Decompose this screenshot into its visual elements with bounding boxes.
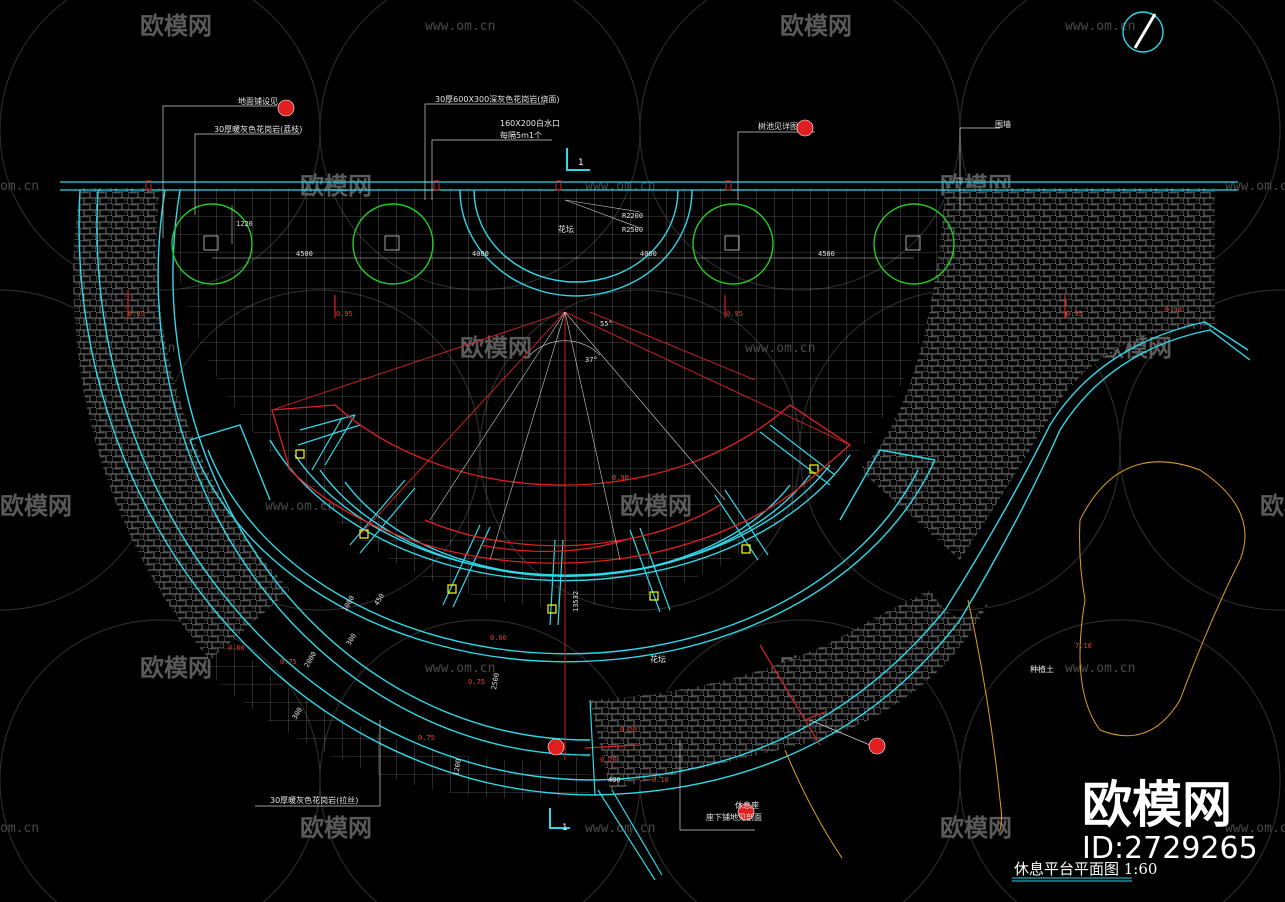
note-label: 座下铺地见剖面 [706,812,762,822]
note-label: 树池见详图 [758,121,798,131]
elevation-label: 0.20 [600,756,617,764]
dimension-label: 450 [373,592,386,607]
dimension-label: 1200 [452,758,463,776]
section-number: 1 [578,158,584,168]
elevation-label: 0.90 [1165,306,1182,314]
dimension-label: 2000 [303,650,318,669]
elevation-label: 0.90 [612,474,629,482]
watermark-brand: 欧模网 [1260,492,1285,520]
watermark-url: www.om.cn [1065,19,1135,34]
construction-lines-gray [429,311,726,561]
drawing-title-block: 休息平台平面图 1:60 [1012,860,1157,882]
tree-pit [692,203,774,285]
plaza-edge-arcs [78,189,1251,796]
elevation-label: 0.60 [490,634,507,642]
watermark-url: www.om.cn [1065,661,1135,676]
brand-overlay: 欧模网 ID:2729265 [1082,776,1258,866]
flower-bed-label: 花坛 [558,224,574,234]
elevation-label: 0.75 [280,658,297,666]
dimension-label: R2200 [622,212,643,220]
dimension-label: 1220 [236,220,253,228]
watermark-url: om.cn [0,821,39,836]
elevation-label: 0.95 [128,310,145,318]
elevation-label: 7.10 [1075,642,1092,650]
section-number: 1 [562,823,568,833]
cut-line [759,644,821,746]
watermark-brand: 欧模网 [940,814,1012,842]
plaza-paving-grid [165,188,941,800]
pond-contour [784,461,1246,859]
watermark-url: www.om.cn [265,499,335,514]
leader-lines [162,103,1000,831]
watermark-url: www.om.cn [1225,821,1285,836]
note-label: 每隔5m1个 [500,130,542,140]
tree-pit [873,203,955,285]
dimension-label: 4500 [818,250,835,258]
dimension-label: 300 [345,632,358,647]
elevation-label: 0.95 [336,310,353,318]
angle-label: 37° [585,356,598,364]
soil-label: 种植土 [1030,664,1054,674]
elevation-label: 0.95 [1066,310,1083,318]
elevation-label: 0.20 [620,726,637,734]
detail-callouts [277,99,886,821]
red-tick-boxes [145,180,732,191]
footpath-lines [589,699,663,881]
watermark-brand: 欧模网 [300,814,372,842]
note-label: 30厚暖灰色花岗岩(拉丝) [270,795,358,805]
elevation-label: 0.75 [418,734,435,742]
seating-bands [189,424,936,663]
elevation-label: 0.95 [726,310,743,318]
angle-label: 55° [600,320,613,328]
note-label: 30厚暖灰色花岗岩(荔枝) [214,124,302,134]
elevation-label: 0.75 [468,678,485,686]
note-label: 30厚600X300深灰色花岗岩(烧面) [435,94,559,104]
elevation-label: 0.10 [652,776,669,784]
pergola-outline [271,404,852,564]
watermark-brand: 欧模网 [0,492,72,520]
note-label: 160X200白水口 [500,118,560,128]
construction-lines [271,311,851,760]
dimension-label: 4000 [472,250,489,258]
section-marks [549,148,590,829]
dimension-label: 2500 [490,672,501,690]
north-arrow [1122,11,1164,53]
dimension-label: 4000 [640,250,657,258]
watermark-url: www.om.cn [425,661,495,676]
note-label: 地面铺设见 [238,96,278,106]
dimension-label: 13532 [572,591,580,612]
watermark-url: www.om.cn [425,19,495,34]
brand-id: ID:2729265 [1082,831,1258,866]
dimension-label: R2500 [622,226,643,234]
watermark-url: om.cn [0,179,39,194]
pergola-beams [297,414,836,626]
elevation-markers [127,290,1066,749]
note-label: 休息座 [735,800,759,810]
watermark-url: www.om.cn [1225,179,1285,194]
tree-pits [171,203,955,285]
boundary-wall [60,181,1238,191]
flower-bed-label: 花坛 [650,654,666,664]
brand-name: 欧模网 [1082,776,1232,834]
drawing-title: 休息平台平面图 1:60 [1014,860,1157,878]
elevation-label: 0.60 [228,644,245,652]
watermark-brand: 欧模网 [780,12,852,40]
beam-posts [295,449,819,614]
watermark-brand: 欧模网 [140,12,212,40]
tree-pit [352,203,434,285]
watermark-brand: 欧模网 [140,654,212,682]
dimension-label: 400 [608,776,621,784]
watermark-url: www.om.cn [585,821,655,836]
tree-pit [171,203,253,285]
note-label: 围墙 [995,119,1011,129]
dimension-label: 4500 [296,250,313,258]
dimension-lines [212,199,914,259]
flower-bed-top [459,189,693,297]
